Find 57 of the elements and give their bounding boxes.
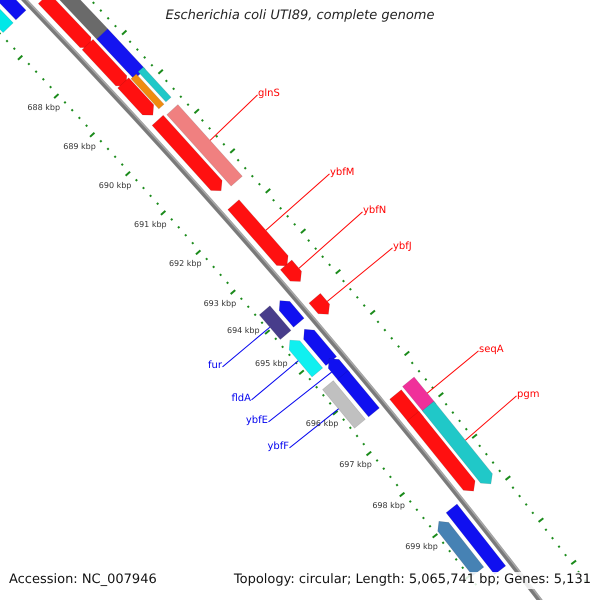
gene-label: glnS — [258, 88, 280, 100]
gene-label: ybfE — [246, 415, 268, 426]
gene-feature — [152, 114, 222, 192]
gene-feature — [422, 400, 493, 484]
scale-label: 690 kbp — [98, 180, 132, 190]
leader-line — [465, 395, 517, 441]
gene-feature — [280, 260, 302, 282]
leader-line — [326, 247, 393, 302]
leader-line — [426, 350, 479, 394]
scale-label: 688 kbp — [27, 103, 60, 112]
scale-label: 691 kbp — [134, 220, 167, 229]
scale-label: 696 kbp — [306, 419, 338, 428]
gene-bar — [258, 305, 292, 340]
gene-bar — [56, 0, 108, 40]
scale-label: 689 kbp — [63, 142, 96, 151]
leader-line — [289, 408, 340, 448]
gene-label: ybfJ — [393, 241, 412, 252]
gene-feature — [117, 77, 154, 116]
diagram-title: Escherichia coli UTI89, complete genome — [164, 9, 436, 24]
gene-label: ybfF — [267, 441, 289, 452]
gene-bar — [138, 66, 172, 102]
gene-bar — [166, 104, 243, 187]
gene-label: seqA — [479, 344, 504, 356]
scale-label: 697 kbp — [339, 460, 372, 469]
gene-feature — [308, 292, 330, 315]
scale-label: 694 kbp — [226, 326, 260, 336]
leader-line — [298, 211, 363, 269]
gene-bar — [446, 504, 506, 575]
leader-line — [222, 326, 270, 368]
gene-bar — [337, 370, 380, 418]
gene-feature — [303, 328, 338, 366]
gene-feature — [278, 300, 305, 328]
scale-label: 699 kbp — [405, 542, 438, 552]
genome-info-text: Topology: circular; Length: 5,065,741 bp; Genes: 5,131 — [232, 572, 593, 589]
gene-bar — [322, 380, 366, 429]
gene-bar — [0, 0, 26, 20]
gene-feature — [288, 340, 324, 378]
scale-label: 698 kbp — [372, 500, 405, 510]
gene-label: fldA — [232, 393, 251, 404]
scale-label: 695 kbp — [255, 358, 288, 368]
gene-label: ybfM — [330, 167, 354, 178]
leader-line — [251, 360, 299, 400]
gene-feature — [38, 0, 92, 48]
leader-line — [265, 173, 330, 231]
gene-feature — [227, 199, 288, 266]
gene-label: fur — [208, 360, 222, 372]
gene-feature — [406, 410, 476, 492]
gene-bar — [96, 28, 146, 80]
accession-text: Accession: NC_007946 — [7, 572, 159, 589]
leader-line — [210, 94, 258, 141]
scale-label: 692 kbp — [168, 259, 202, 268]
scale-label: 693 kbp — [204, 298, 236, 308]
gene-label: pgm — [517, 389, 540, 400]
gene-feature — [82, 38, 128, 86]
leader-line — [268, 372, 332, 422]
gene-bar — [130, 74, 164, 110]
gene-label: ybfN — [363, 205, 386, 216]
